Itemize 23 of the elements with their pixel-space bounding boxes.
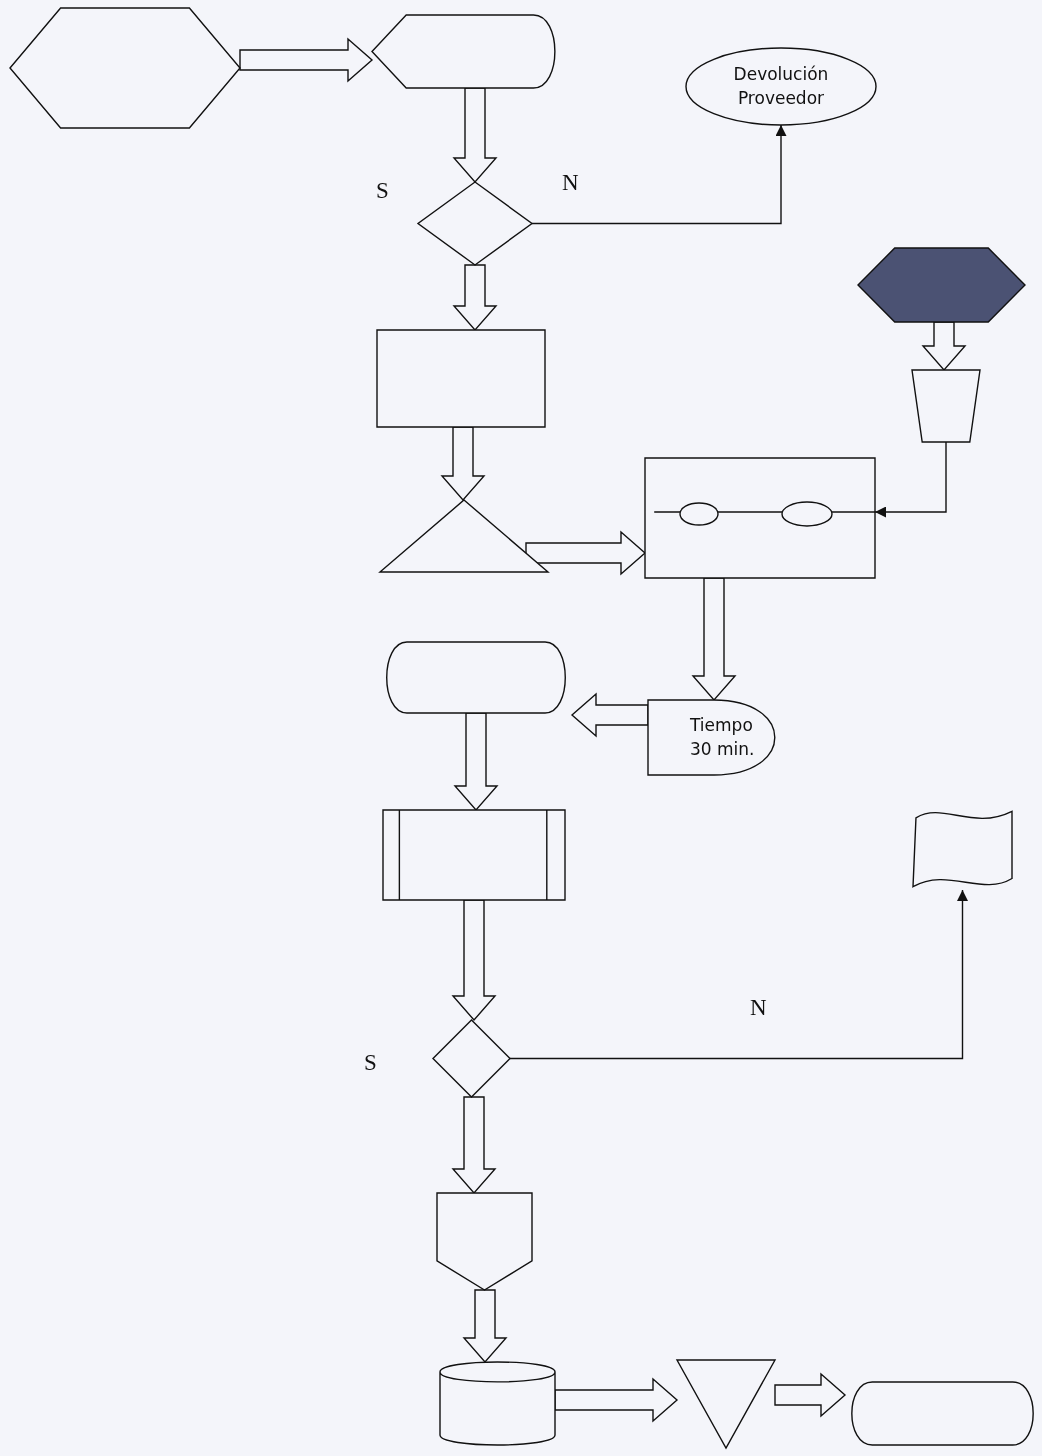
block-arrow <box>570 692 649 738</box>
block-arrow <box>440 426 486 502</box>
block-arrow <box>451 1096 497 1195</box>
branch-label: S <box>376 178 389 204</box>
block-arrow <box>451 899 497 1022</box>
block-arrow <box>453 712 499 812</box>
block-arrow <box>452 264 498 332</box>
block-arrow <box>525 530 647 576</box>
branch-label: N <box>750 995 767 1021</box>
arrow <box>874 441 947 518</box>
node-text: Tiempo 30 min. <box>690 713 756 761</box>
arrow <box>531 124 787 225</box>
block-arrow <box>554 1377 679 1423</box>
block-arrow <box>462 1289 508 1364</box>
arrow <box>509 889 968 1060</box>
branch-label: N <box>562 170 579 196</box>
block-arrow <box>691 577 737 702</box>
block-arrow <box>774 1372 847 1418</box>
node-text: Devolución Proveedor <box>732 62 830 110</box>
branch-label: S <box>364 1050 377 1076</box>
block-arrow <box>239 37 374 83</box>
block-arrow <box>921 321 967 372</box>
block-arrow <box>452 87 498 184</box>
